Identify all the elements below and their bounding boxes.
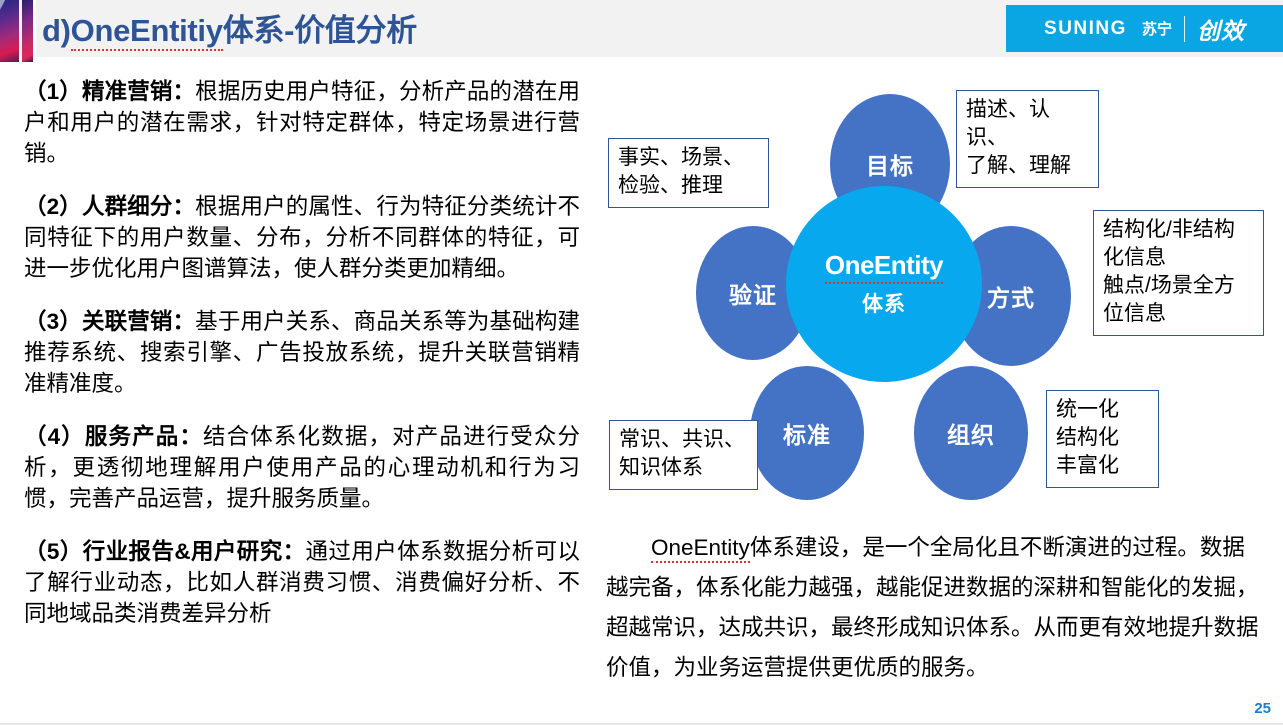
diagram-node-verification: 验证 [696,226,810,360]
bullet-paragraph: （4）服务产品：结合体系化数据，对产品进行受众分析，更透彻地理解用户使用产品的心… [24,421,580,514]
callout-verification: 事实、场景、 检验、推理 [608,138,769,208]
bullet-body: 基于用户关系、商品关系等为基础构建推荐系统、搜索引擎、广告投放系统，提升关联营销… [24,309,580,396]
diagram-center-node: OneEntity 体系 [786,186,982,382]
title-spellchecked-word: OneEntitiy [70,13,223,51]
ribbon-stripe-right [22,0,33,62]
title-accent-bar [33,0,36,62]
bullet-lead: （5）行业报告&用户研究： [24,539,306,564]
ribbon-decoration-icon [0,0,33,62]
diagram-node-label: 验证 [729,282,777,308]
bullet-body: 根据用户的属性、行为特征分类统计不同特征下的用户数量、分布，分析不同群体的特征，… [24,194,580,281]
bullet-paragraph: （5）行业报告&用户研究：通过用户体系数据分析可以了解行业动态，比如人群消费习惯… [24,536,580,629]
logo-divider [1183,15,1185,42]
oneentity-diagram: 目标 方式 组织 标准 验证 OneEntity 体系 描述、认识、 了解、理解… [596,76,1283,516]
bullet-lead: （2）人群细分： [24,194,196,219]
bullet-body: 结合体系化数据，对产品进行受众分析，更透彻地理解用户使用产品的心理动机和行为习惯… [24,424,580,511]
suning-logo: SUNING 苏宁 创效 [1006,5,1283,52]
callout-standard: 常识、共识、 知识体系 [609,420,758,490]
title-prefix: d) [42,13,71,48]
diagram-node-label: 方式 [987,285,1035,311]
bullet-lead: （4）服务产品： [24,424,204,449]
ribbon-stripe-left [0,0,19,62]
left-text-column: （1）精准营销：根据历史用户特征，分析产品的潜在用户和用户的潜在需求，针对特定群… [24,76,580,651]
logo-wordmark: SUNING [1044,17,1127,39]
bullet-paragraph: （2）人群细分：根据用户的属性、行为特征分类统计不同特征下的用户数量、分布，分析… [24,191,580,284]
footer-rule [0,723,1283,725]
logo-wordmark-cn: 苏宁 [1141,21,1172,38]
bullet-paragraph: （1）精准营销：根据历史用户特征，分析产品的潜在用户和用户的潜在需求，针对特定群… [24,76,580,169]
summary-body: 体系建设，是一个全局化且不断演进的过程。数据越完备，体系化能力越强，越能促进数据… [606,535,1259,680]
bullet-body: 根据历史用户特征，分析产品的潜在用户和用户的潜在需求，针对特定群体，特定场景进行… [24,79,580,166]
header-underline [0,57,1283,59]
callout-organization: 统一化 结构化 丰富化 [1046,390,1159,488]
diagram-node-label: 目标 [866,153,914,179]
diagram-node-standard: 标准 [750,366,864,500]
diagram-node-organization: 组织 [914,366,1028,500]
summary-spellchecked-word: OneEntity [651,535,750,563]
bullet-lead: （3）关联营销： [24,309,196,334]
center-label-en: OneEntity [824,250,944,284]
center-label-cn: 体系 [862,293,906,316]
logo-subbrand: 创效 [1196,17,1245,44]
callout-method: 结构化/非结构化信息 触点/场景全方位信息 [1093,210,1264,336]
page-title: d)OneEntitiy体系-价值分析 [42,5,418,51]
title-suffix: 体系-价值分析 [222,13,418,48]
diagram-node-label: 标准 [783,422,831,448]
bullet-paragraph: （3）关联营销：基于用户关系、商品关系等为基础构建推荐系统、搜索引擎、广告投放系… [24,306,580,399]
page-number: 25 [1254,700,1271,717]
diagram-node-label: 组织 [947,422,995,448]
bullet-lead: （1）精准营销： [24,79,196,104]
summary-paragraph: OneEntity体系建设，是一个全局化且不断演进的过程。数据越完备，体系化能力… [606,528,1266,688]
bullet-body: 通过用户体系数据分析可以了解行业动态，比如人群消费习惯、消费偏好分析、不同地域品… [24,539,580,626]
callout-target: 描述、认识、 了解、理解 [956,90,1099,188]
